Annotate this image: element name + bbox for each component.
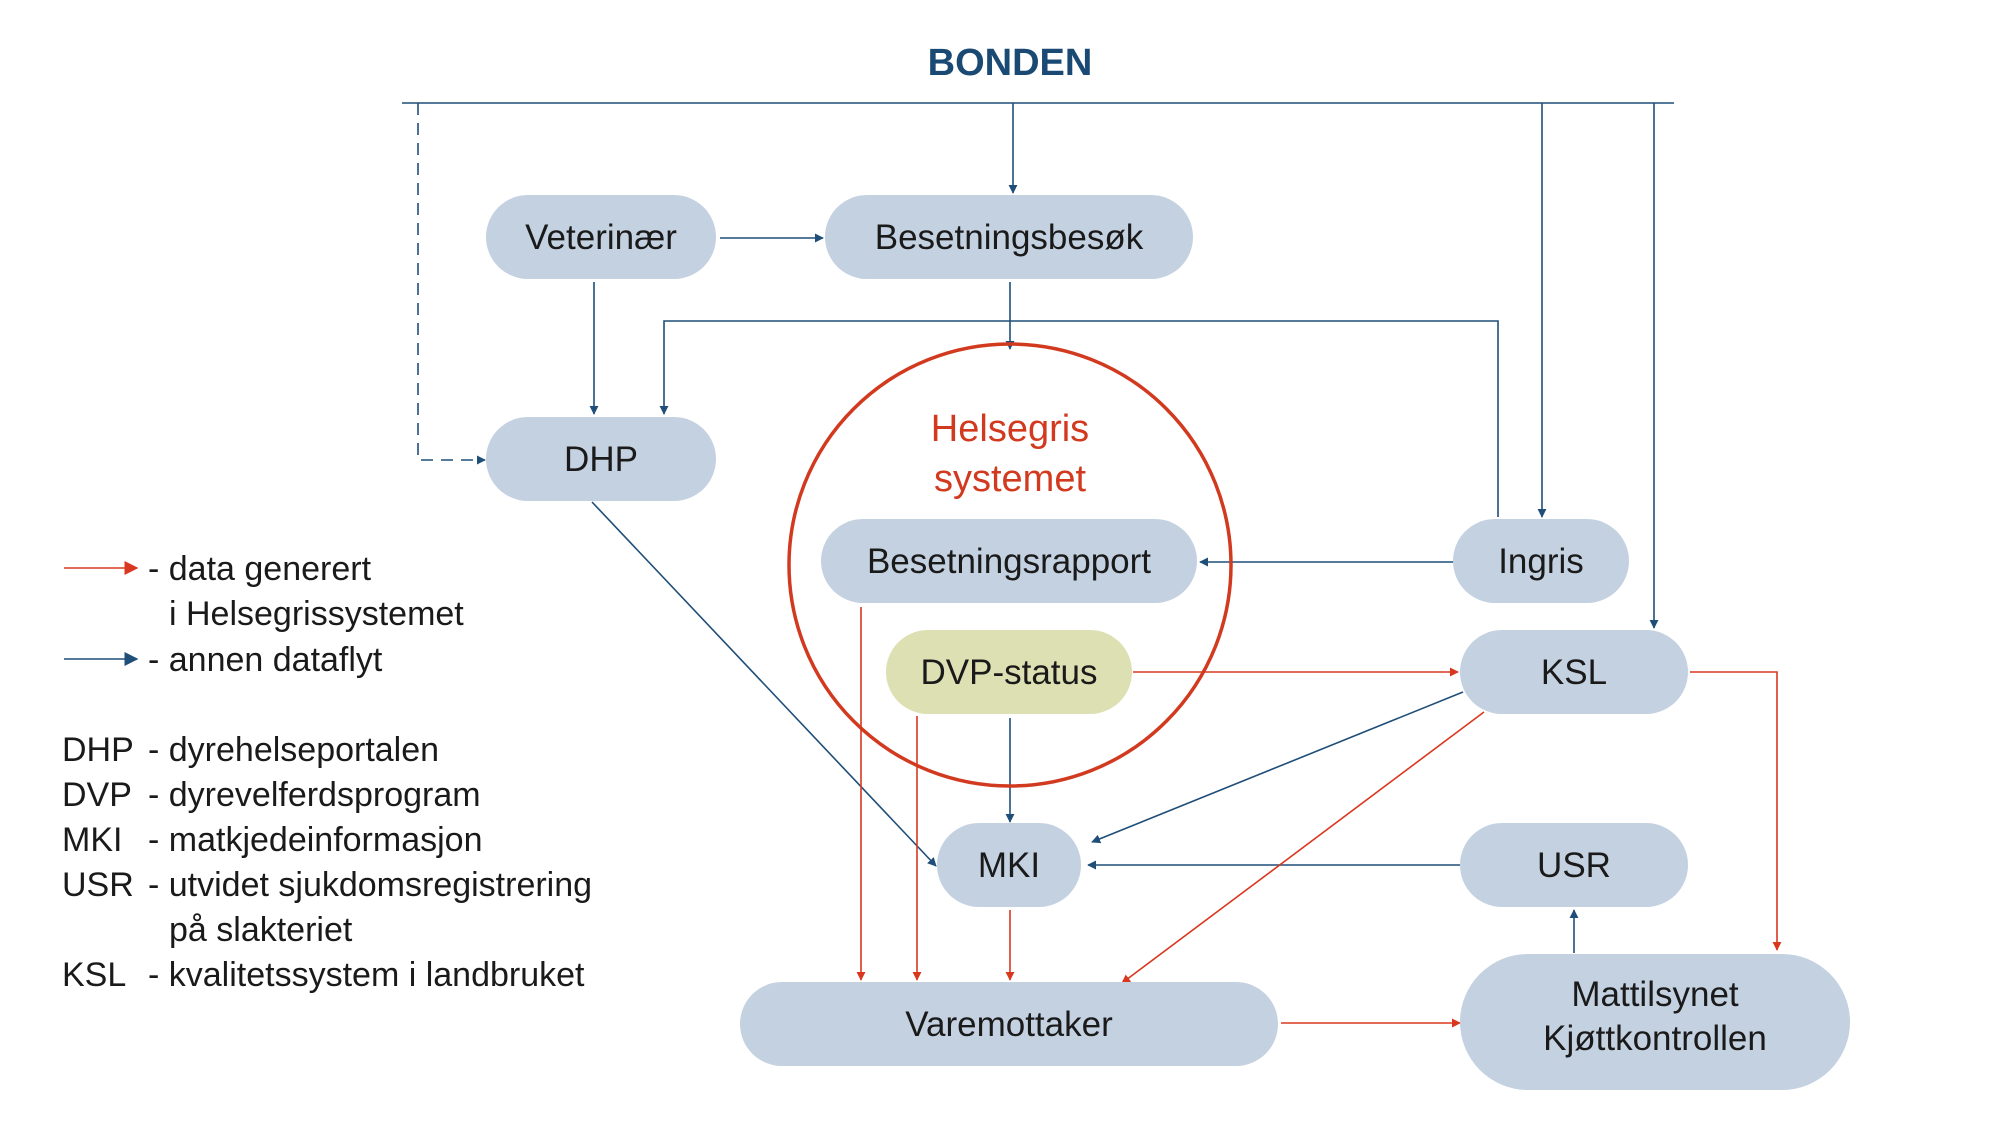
node-varemottaker: Varemottaker xyxy=(740,982,1278,1066)
legend-abbr-usr-text-cont: på slakteriet xyxy=(169,911,353,949)
node-dvp-status: DVP-status xyxy=(886,630,1132,714)
node-besetningsbesok-label: Besetningsbesøk xyxy=(875,218,1144,257)
legend: - data generert i Helsegrissystemet - an… xyxy=(62,550,592,994)
flow-bonden-to-dhp-dashed xyxy=(417,103,486,465)
legend-abbr-usr: USR xyxy=(62,866,134,904)
legend-abbr-mki: MKI xyxy=(62,821,122,859)
node-dvp-status-label: DVP-status xyxy=(921,653,1098,692)
node-ksl-label: KSL xyxy=(1541,653,1607,692)
legend-abbr-dvp: DVP xyxy=(62,776,132,814)
flow-ksl-to-mki xyxy=(1091,691,1464,844)
node-ksl: KSL xyxy=(1460,630,1688,714)
legend-abbr-usr-text: - utvidet sjukdomsregistrering xyxy=(148,866,592,904)
node-mki: MKI xyxy=(937,823,1081,907)
flow-ingris-to-dhp xyxy=(659,320,1499,517)
node-mattilsynet-label-line1: Mattilsynet xyxy=(1571,975,1739,1014)
node-varemottaker-label: Varemottaker xyxy=(905,1005,1113,1044)
node-mattilsynet-label-line2: Kjøttkontrollen xyxy=(1543,1019,1767,1058)
node-dhp-label: DHP xyxy=(564,440,638,479)
legend-abbr-ksl: KSL xyxy=(62,956,126,994)
legend-abbr-dvp-text: - dyrevelferdsprogram xyxy=(148,776,481,814)
legend-red-label-line2: i Helsegrissystemet xyxy=(169,595,464,633)
node-besetningsrapport-label: Besetningsrapport xyxy=(867,542,1151,581)
helsegris-title-line2: systemet xyxy=(934,458,1086,500)
helsegris-title-line1: Helsegris xyxy=(931,408,1089,450)
legend-abbr-dhp-text: - dyrehelseportalen xyxy=(148,731,439,769)
legend-blue-label: - annen dataflyt xyxy=(148,641,383,679)
node-usr: USR xyxy=(1460,823,1688,907)
node-mki-label: MKI xyxy=(978,846,1040,885)
node-mattilsynet: Mattilsynet Kjøttkontrollen xyxy=(1460,954,1850,1090)
flow-ksl-to-mattilsynet xyxy=(1690,671,1782,951)
node-veterinaer-label: Veterinær xyxy=(525,218,677,257)
node-usr-label: USR xyxy=(1537,846,1611,885)
node-besetningsbesok: Besetningsbesøk xyxy=(825,195,1193,279)
helsegris-system-circle xyxy=(787,342,1233,788)
legend-red-label-line1: - data generert xyxy=(148,550,372,588)
node-besetningsrapport: Besetningsrapport xyxy=(821,519,1197,603)
legend-abbr-mki-text: - matkjedeinformasjon xyxy=(148,821,482,859)
node-dhp: DHP xyxy=(486,417,716,501)
node-veterinaer: Veterinær xyxy=(486,195,716,279)
node-ingris: Ingris xyxy=(1453,519,1629,603)
legend-abbr-dhp: DHP xyxy=(62,731,134,769)
flow-ksl-to-varemottaker xyxy=(1121,711,1485,984)
node-ingris-label: Ingris xyxy=(1498,542,1584,581)
legend-abbr-ksl-text: - kvalitetssystem i landbruket xyxy=(148,956,585,994)
flow-dhp-to-mki xyxy=(591,501,937,867)
diagram-title: BONDEN xyxy=(928,42,1093,84)
